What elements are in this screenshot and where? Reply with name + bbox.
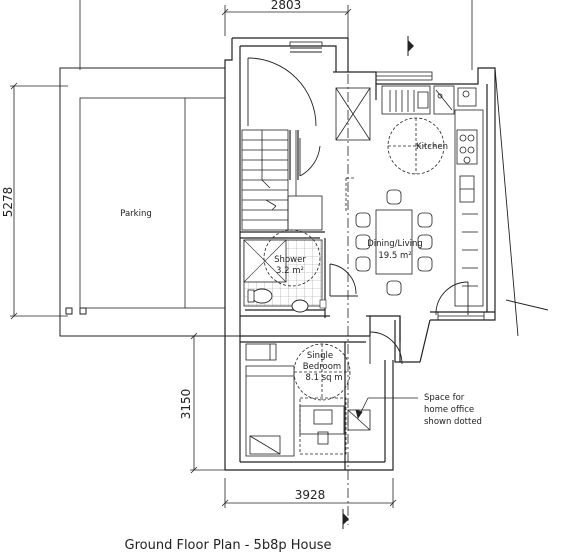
- note-home-office-2: home office: [424, 405, 474, 415]
- parking-area: [59, 67, 242, 337]
- office-leader: [355, 397, 418, 419]
- staircase: [241, 129, 323, 231]
- label-bedroom-area: 8.1 sq m: [305, 373, 342, 383]
- dim-right-height: 3150: [179, 389, 193, 420]
- label-kitchen: Kitchen: [416, 142, 448, 152]
- label-shower: Shower: [274, 255, 306, 265]
- plan-caption: Ground Floor Plan - 5b8p House: [125, 538, 332, 553]
- shower-room: [243, 229, 327, 313]
- label-bedroom-2: Bedroom: [303, 362, 341, 372]
- windows: [289, 41, 485, 321]
- kitchen-clearance: [345, 117, 445, 212]
- bedroom-clearance: [293, 343, 351, 455]
- kitchen-units: [335, 85, 484, 307]
- label-dining-living: Dining/Living: [367, 239, 423, 249]
- note-home-office-3: shown dotted: [424, 417, 482, 427]
- dining-table: [355, 189, 433, 296]
- label-dining-living-area: 19.5 m²: [378, 251, 411, 261]
- bedroom-furniture: [245, 343, 371, 457]
- dim-bottom-width: 3928: [295, 488, 326, 502]
- label-bedroom: Single: [307, 351, 333, 361]
- door-swings: [247, 47, 469, 365]
- dim-top-width: 2803: [271, 0, 302, 12]
- label-parking: Parking: [120, 209, 152, 219]
- note-home-office-1: Space for: [424, 393, 465, 403]
- label-shower-area: 3.2 m²: [276, 266, 304, 276]
- right-boundary: [494, 67, 549, 337]
- dim-left-height: 5278: [1, 187, 15, 218]
- section-markers: [342, 36, 414, 529]
